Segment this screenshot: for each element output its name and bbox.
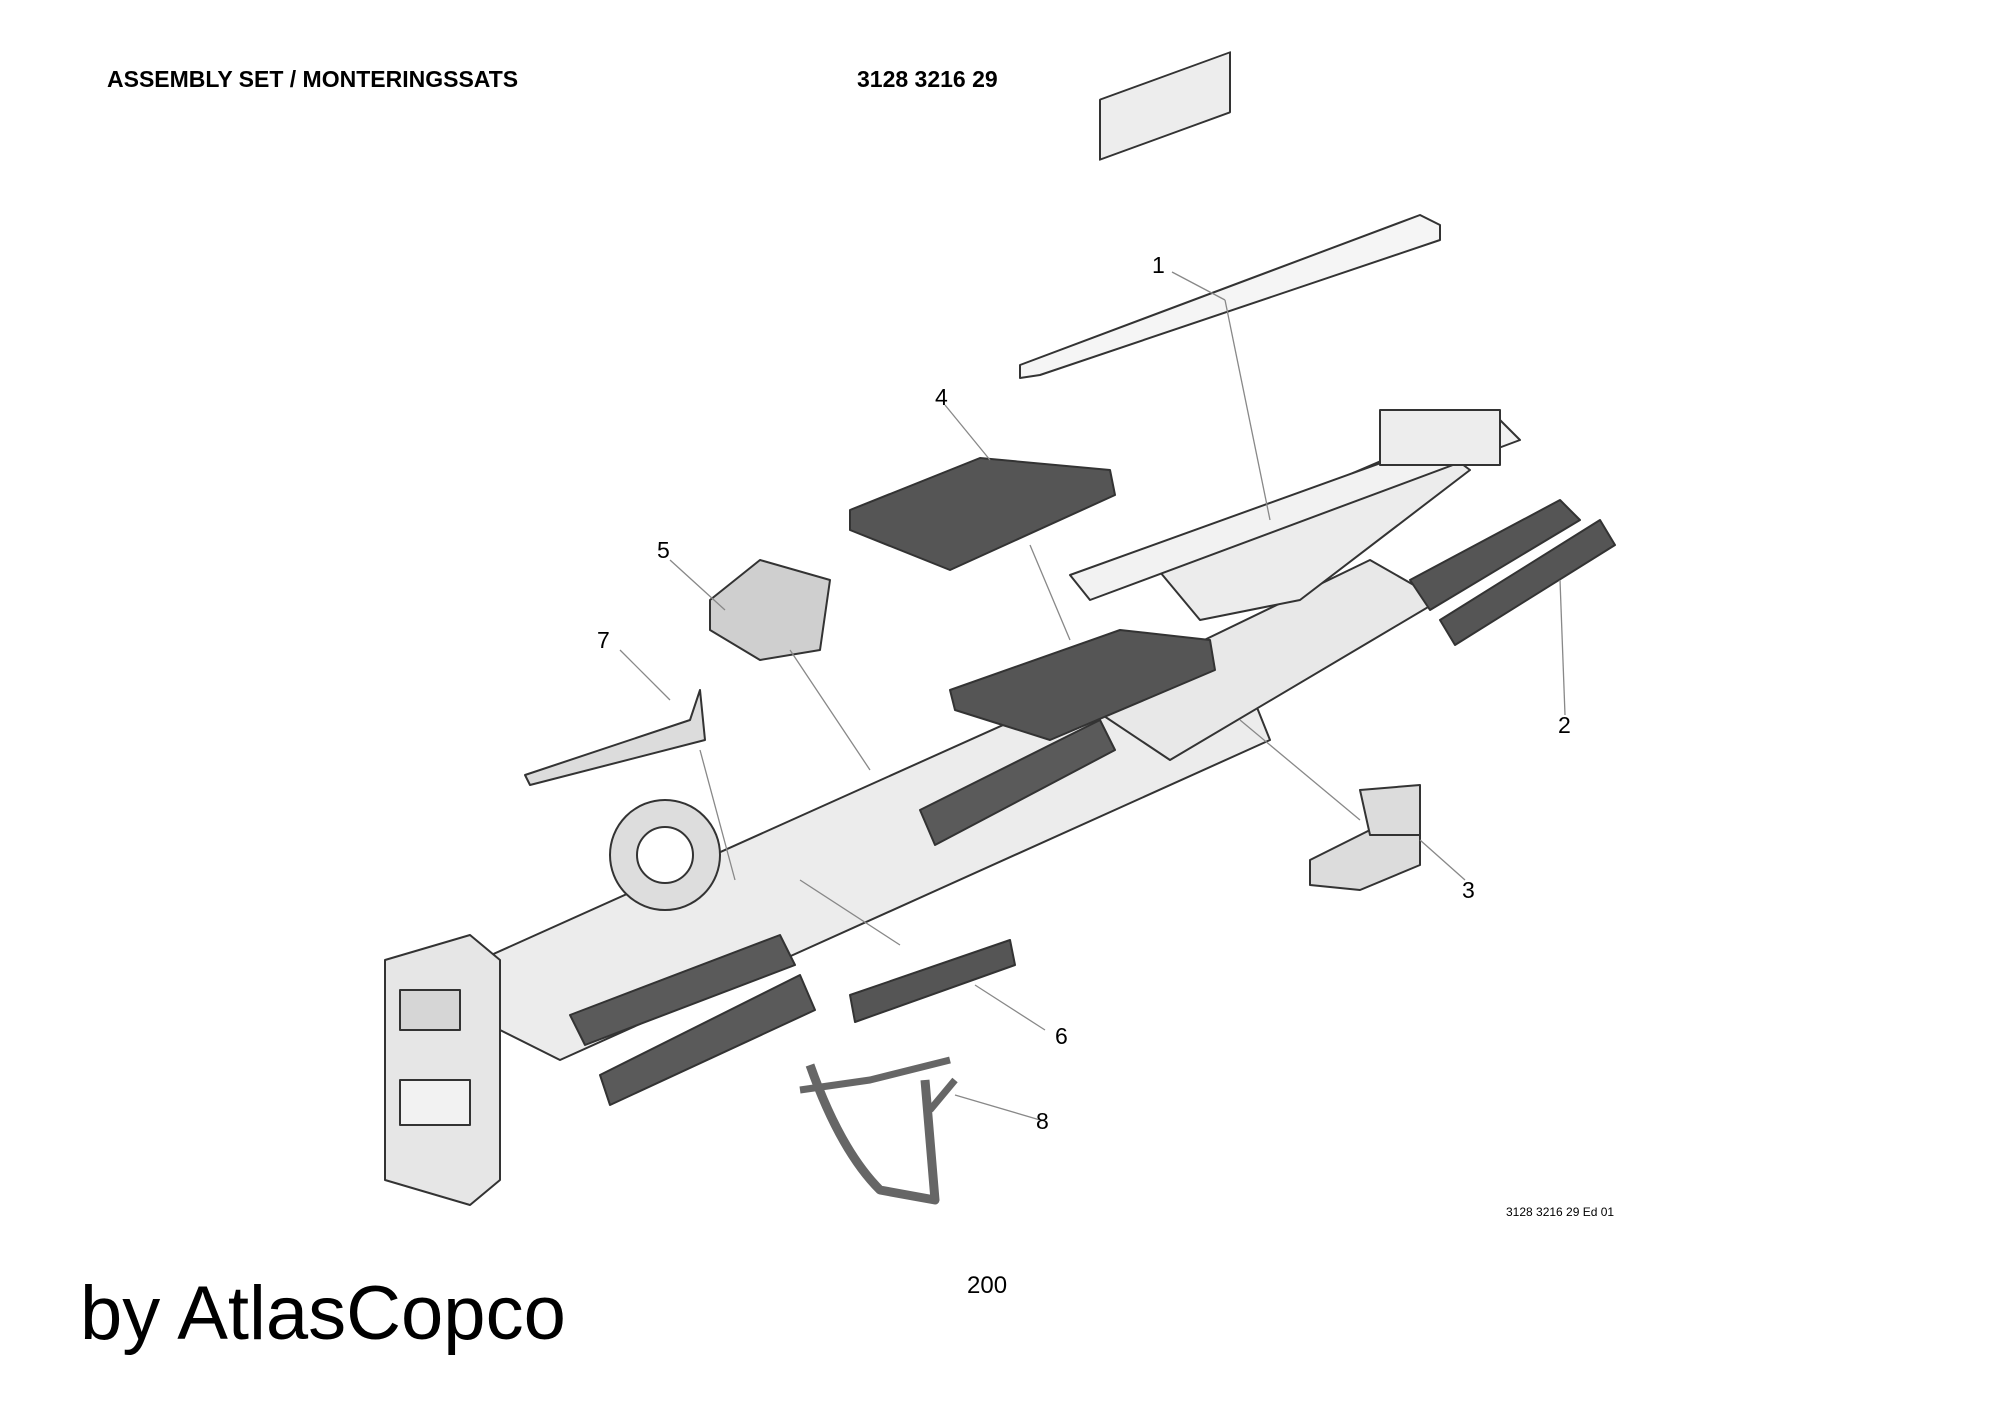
callout-7: 7: [597, 627, 610, 653]
leader-6: [974, 984, 1046, 1031]
part-4-plate-lower: [949, 629, 1216, 741]
callout-4: 4: [935, 384, 948, 410]
part-6-tube: [849, 939, 1016, 1023]
part-2-cover: [1409, 499, 1581, 611]
part-4-plate-upper: [849, 457, 1116, 571]
callout-5: 5: [657, 537, 670, 563]
callout-3: 3: [1462, 877, 1475, 903]
leader-3: [1419, 839, 1466, 881]
brand-watermark: by AtlasCopco: [80, 1271, 566, 1356]
rear-frame-plate: [384, 934, 501, 1206]
callout-2: 2: [1558, 712, 1571, 738]
callout-1: 1: [1152, 252, 1165, 278]
part-5-clamp: [709, 559, 831, 661]
part-2-cover-lower: [1439, 519, 1616, 646]
part-1-rail: [1019, 214, 1441, 379]
part-number: 3128 3216 29: [857, 66, 998, 92]
page-number: 200: [967, 1272, 1008, 1299]
leader-8: [954, 1094, 1041, 1121]
leader-4: [944, 404, 991, 461]
upper-cylinder: [569, 934, 796, 1046]
callout-6: 6: [1055, 1023, 1068, 1049]
part-3-bracket: [1309, 829, 1421, 891]
edition-label: 3128 3216 29 Ed 01: [1506, 1205, 1615, 1219]
document-title: ASSEMBLY SET / MONTERINGSSATS: [107, 66, 519, 92]
leader-7: [619, 649, 671, 701]
part-7-bracket: [524, 689, 706, 786]
leader-1: [1171, 271, 1226, 301]
leader-2: [1559, 579, 1566, 716]
lower-cylinder: [599, 974, 816, 1106]
leader-5: [669, 559, 726, 611]
mid-cylinder: [919, 719, 1116, 846]
callout-8: 8: [1036, 1108, 1049, 1134]
